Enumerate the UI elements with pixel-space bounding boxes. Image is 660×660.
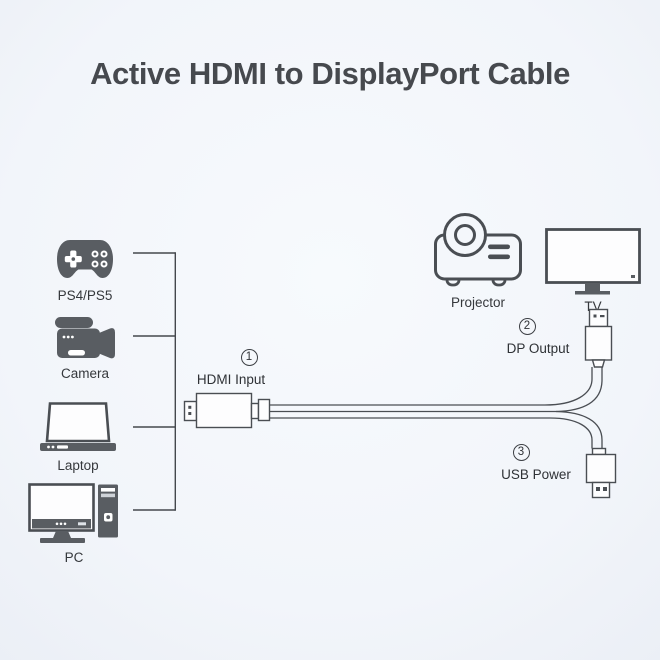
projector-icon (434, 213, 522, 287)
step-2-digit: 2 (523, 320, 531, 332)
source-item-laptop: Laptop (28, 401, 128, 473)
cable-fork (269, 367, 603, 449)
video-camera-icon (55, 317, 115, 359)
output-label: Projector (450, 295, 506, 310)
source-label: PC (64, 550, 84, 565)
output-item-tv: TV (545, 228, 641, 314)
source-item-ps4-ps5: PS4/PS5 (38, 234, 132, 303)
laptop-icon (40, 402, 116, 451)
source-label: PS4/PS5 (57, 288, 113, 303)
step-2-label: DP Output (506, 341, 570, 356)
step-1-label: HDMI Input (196, 372, 266, 387)
source-item-pc: PC (24, 483, 124, 565)
step-2-number: 2 (518, 317, 536, 335)
game-controller-icon (57, 240, 113, 278)
source-item-camera: Camera (38, 316, 132, 381)
source-label: Camera (60, 366, 109, 381)
dp-connector (584, 308, 613, 368)
step-3-digit: 3 (517, 446, 525, 458)
hdmi-connector (183, 392, 271, 429)
step-3-number: 3 (512, 443, 530, 461)
source-label: Laptop (57, 458, 99, 473)
desktop-pc-icon (28, 483, 118, 543)
step-3-label: USB Power (501, 467, 571, 482)
bracket-lines (133, 252, 176, 511)
page-title: Active HDMI to DisplayPort Cable (90, 56, 570, 91)
step-1-digit: 1 (245, 351, 253, 363)
step-1-number: 1 (240, 348, 258, 366)
output-item-projector: Projector (428, 211, 528, 310)
usb-connector (585, 447, 617, 499)
tv-icon (545, 228, 641, 295)
